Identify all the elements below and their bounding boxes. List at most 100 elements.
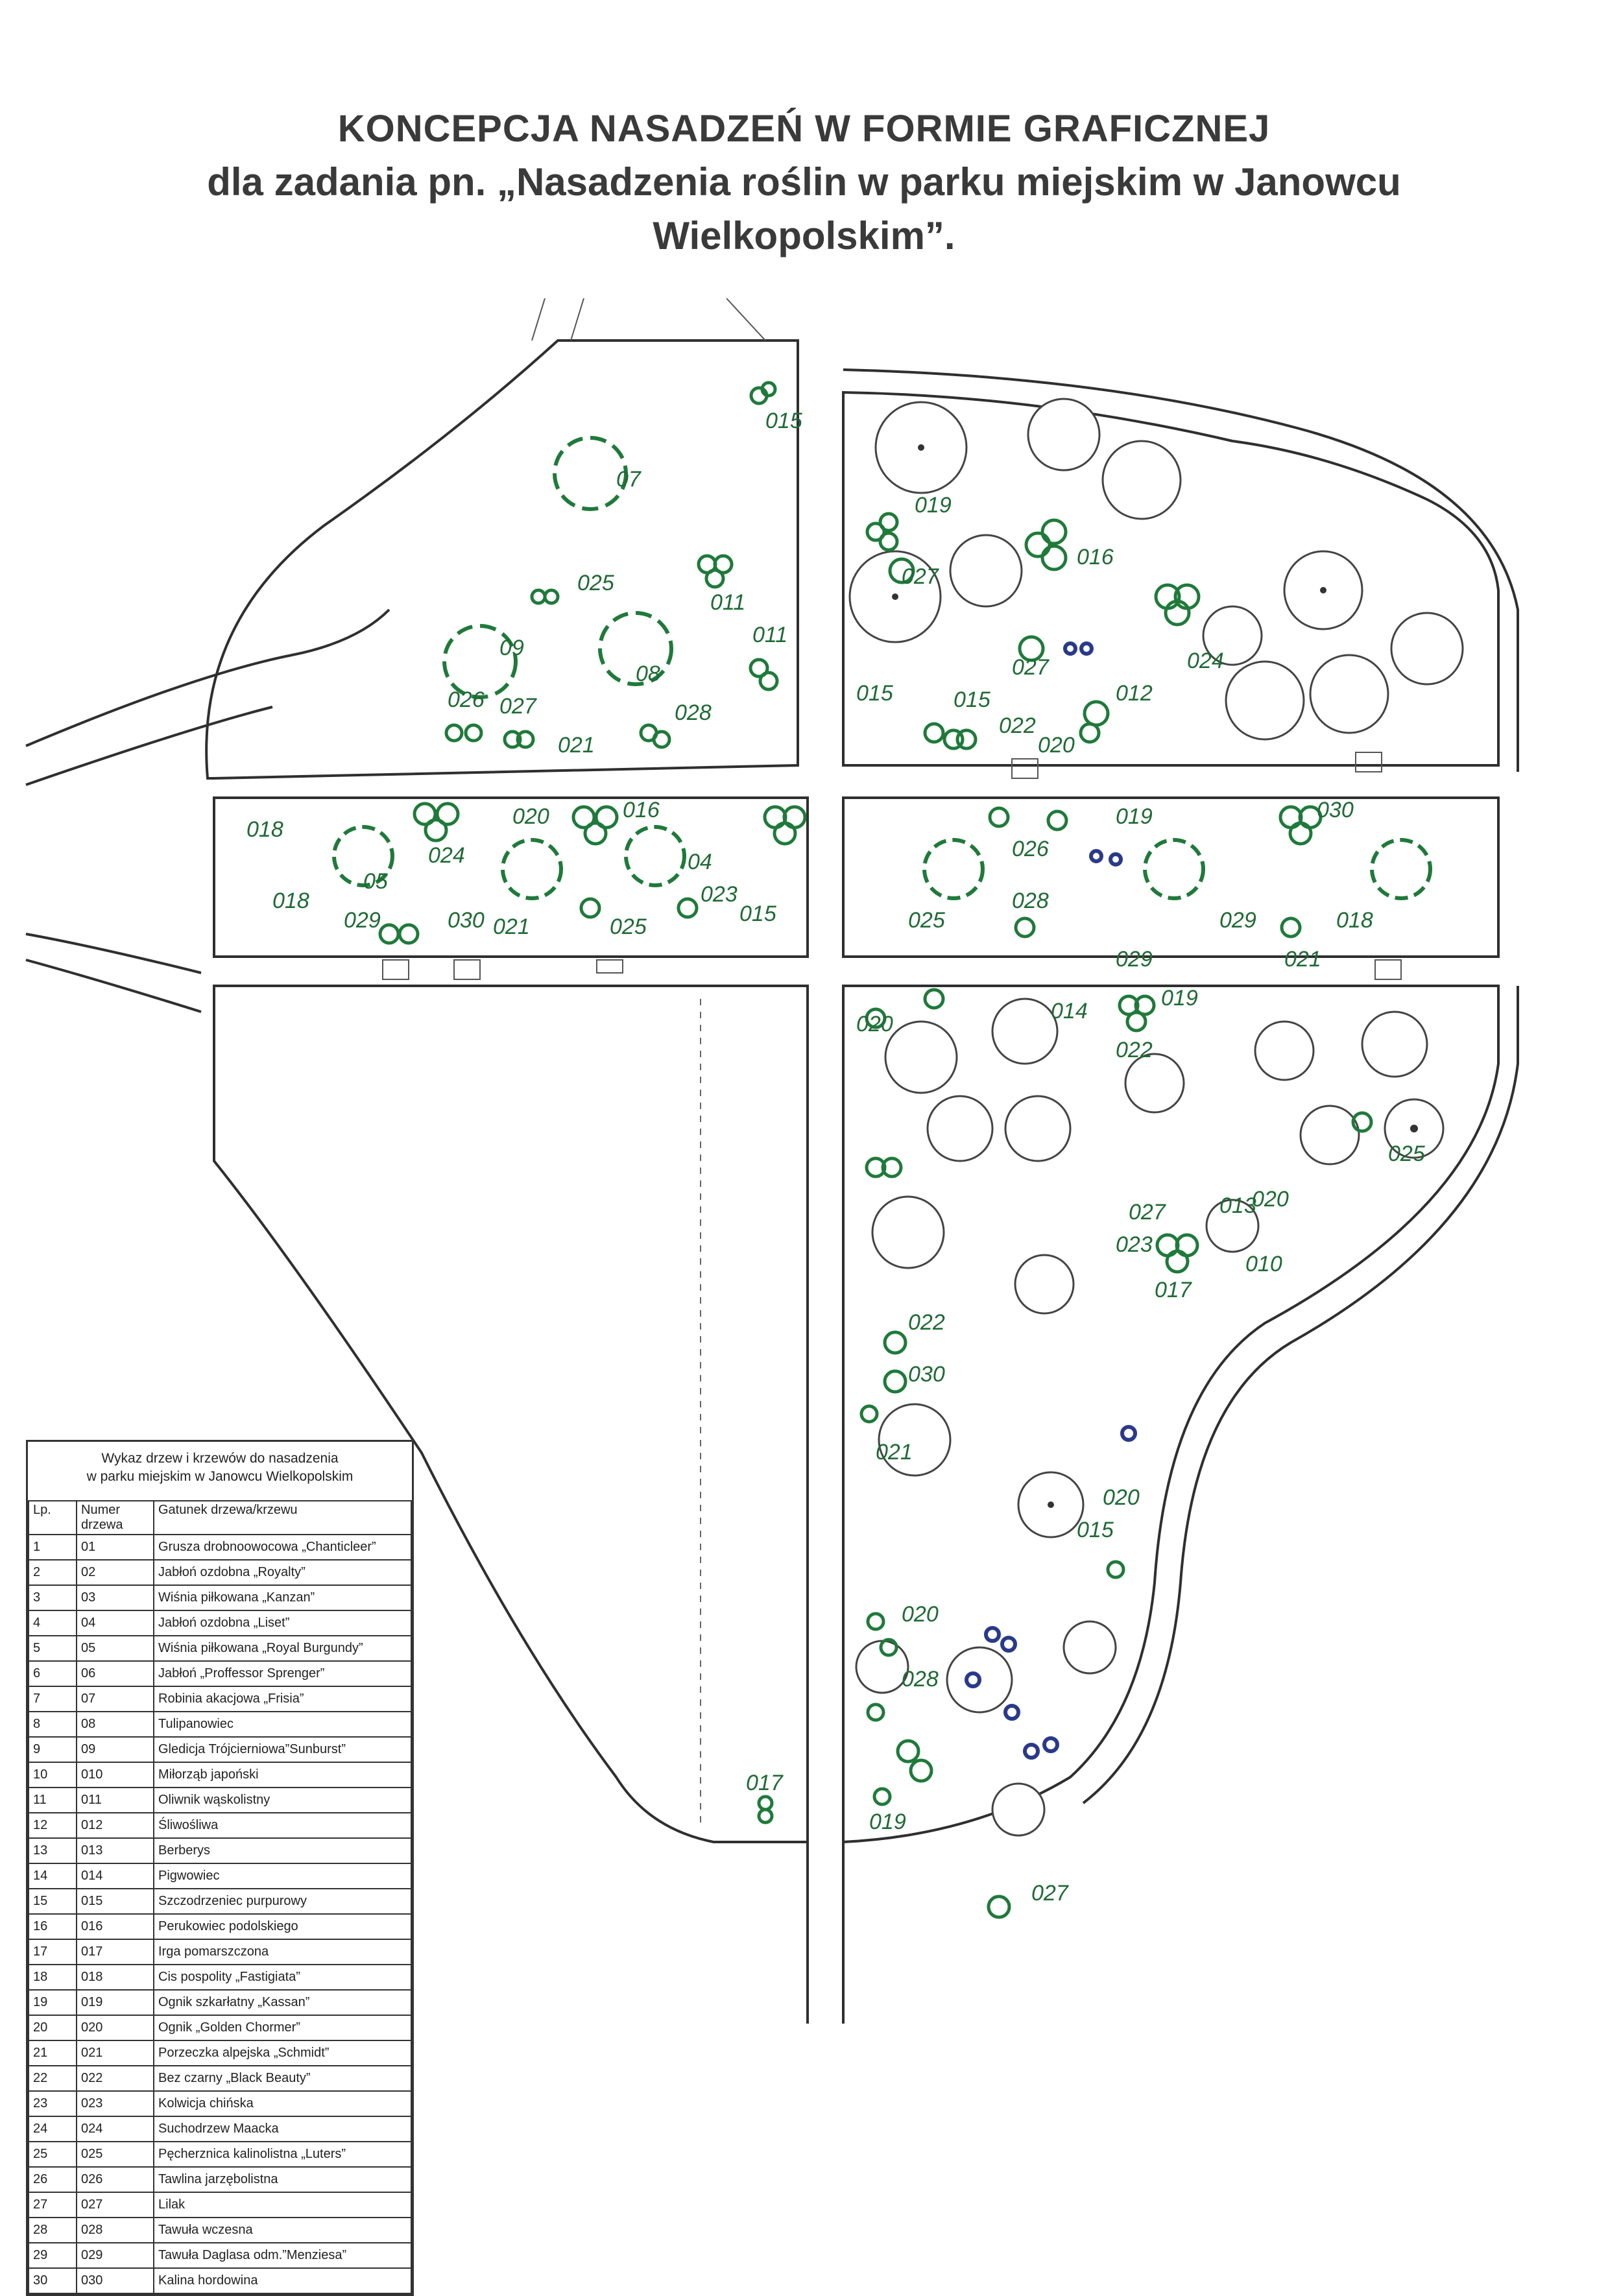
species-legend: Wykaz drzew i krzewów do nasadzenia w pa… bbox=[26, 1440, 414, 2296]
table-cell-num: 026 bbox=[76, 2166, 154, 2193]
planting-label: 028 bbox=[675, 700, 712, 725]
planting-label: 017 bbox=[1155, 1278, 1192, 1302]
table-cell-num: 015 bbox=[76, 1888, 154, 1915]
table-cell-lp: 18 bbox=[28, 1964, 77, 1991]
planting-label: 019 bbox=[869, 1810, 906, 1834]
table-cell-name: Ognik „Golden Chormer” bbox=[153, 2015, 412, 2041]
planting-label: 024 bbox=[1187, 649, 1224, 673]
table-cell-num: 05 bbox=[76, 1635, 154, 1662]
planting-label: 015 bbox=[954, 688, 990, 712]
table-cell-name: Pigwowiec bbox=[153, 1863, 412, 1889]
block-northwest bbox=[205, 339, 799, 780]
table-cell-lp: 10 bbox=[28, 1762, 77, 1788]
table-cell-name: Kolwicja chińska bbox=[153, 2090, 412, 2117]
table-cell-name: Pęcherznica kalinolistna „Luters” bbox=[153, 2141, 412, 2168]
benches bbox=[382, 752, 1402, 980]
table-cell-lp: 23 bbox=[28, 2090, 77, 2117]
planting-label: 04 bbox=[688, 850, 712, 874]
planting-label: 016 bbox=[623, 798, 660, 822]
planting-label: 029 bbox=[344, 908, 381, 933]
legend-title-line1: Wykaz drzew i krzewów do nasadzenia bbox=[101, 1451, 339, 1466]
table-cell-name: Wiśnia piłkowana „Kanzan” bbox=[153, 1584, 412, 1611]
table-cell-lp: 24 bbox=[28, 2116, 77, 2142]
planting-label: 012 bbox=[1116, 681, 1153, 706]
table-cell-lp: 25 bbox=[28, 2141, 77, 2168]
header-number: Numer drzewa bbox=[76, 1500, 154, 1535]
table-cell-lp: 27 bbox=[28, 2192, 77, 2218]
planting-label: 07 bbox=[616, 467, 642, 492]
table-cell-name: Tawlina jarzębolistna bbox=[153, 2166, 412, 2193]
planting-label: 021 bbox=[493, 915, 530, 939]
legend-title: Wykaz drzew i krzewów do nasadzenia w pa… bbox=[28, 1442, 412, 1500]
planting-label: 013 bbox=[1219, 1193, 1256, 1218]
planting-label: 030 bbox=[1317, 798, 1354, 822]
planting-label: 023 bbox=[701, 882, 738, 907]
planting-label: 030 bbox=[908, 1362, 945, 1387]
planting-label: 011 bbox=[752, 623, 787, 647]
table-cell-name: Lilak bbox=[153, 2192, 412, 2218]
table-cell-num: 022 bbox=[76, 2065, 154, 2092]
table-cell-num: 011 bbox=[76, 1787, 154, 1813]
planting-label: 020 bbox=[902, 1602, 939, 1627]
table-cell-lp: 13 bbox=[28, 1837, 77, 1864]
planting-label: 021 bbox=[558, 733, 595, 758]
planting-label: 014 bbox=[1051, 999, 1088, 1023]
table-cell-lp: 8 bbox=[28, 1711, 77, 1738]
road-west-lower-2 bbox=[25, 959, 202, 1013]
planting-label: 022 bbox=[908, 1310, 945, 1335]
planting-label: 028 bbox=[902, 1667, 939, 1692]
planting-label: 027 bbox=[1129, 1200, 1166, 1225]
planting-label: 010 bbox=[1245, 1252, 1282, 1276]
table-cell-num: 030 bbox=[76, 2267, 154, 2294]
table-cell-name: Jabłoń „Proffessor Sprenger” bbox=[153, 1660, 412, 1687]
table-cell-name: Perukowiec podolskiego bbox=[153, 1913, 412, 1940]
table-cell-num: 019 bbox=[76, 1989, 154, 2016]
table-cell-name: Bez czarny „Black Beauty” bbox=[153, 2065, 412, 2092]
planting-label: 09 bbox=[499, 636, 524, 660]
table-cell-lp: 30 bbox=[28, 2267, 77, 2294]
planting-label: 05 bbox=[363, 869, 388, 894]
planting-label: 018 bbox=[246, 817, 283, 842]
table-cell-num: 01 bbox=[76, 1534, 154, 1561]
planting-label: 025 bbox=[610, 915, 647, 939]
planting-label: 025 bbox=[908, 908, 945, 933]
table-cell-name: Cis pospolity „Fastigiata” bbox=[153, 1964, 412, 1991]
table-cell-num: 017 bbox=[76, 1939, 154, 1965]
table-cell-name: Jabłoń ozdobna „Royalty” bbox=[153, 1559, 412, 1586]
table-cell-name: Porzeczka alpejska „Schmidt” bbox=[153, 2040, 412, 2066]
page-subtitle: dla zadania pn. „Nasadzenia roślin w par… bbox=[207, 160, 1401, 204]
planting-label: 011 bbox=[710, 590, 745, 615]
planting-label: 020 bbox=[512, 804, 549, 829]
table-cell-name: Berberys bbox=[153, 1837, 412, 1864]
table-cell-name: Gledicja Trójcierniowa”Sunburst” bbox=[153, 1736, 412, 1763]
planting-label: 015 bbox=[856, 681, 893, 706]
table-cell-num: 014 bbox=[76, 1863, 154, 1889]
planting-label: 023 bbox=[1116, 1232, 1153, 1257]
table-cell-name: Jabłoń ozdobna „Liset” bbox=[153, 1610, 412, 1636]
table-cell-num: 018 bbox=[76, 1964, 154, 1991]
existing-trees bbox=[848, 398, 1464, 1837]
page-header: KONCEPCJA NASADZEŃ W FORMIE GRAFICZNEJ d… bbox=[0, 107, 1608, 258]
table-cell-num: 07 bbox=[76, 1686, 154, 1712]
entry-path-top bbox=[531, 298, 766, 341]
header-lp: Lp. bbox=[28, 1500, 77, 1535]
